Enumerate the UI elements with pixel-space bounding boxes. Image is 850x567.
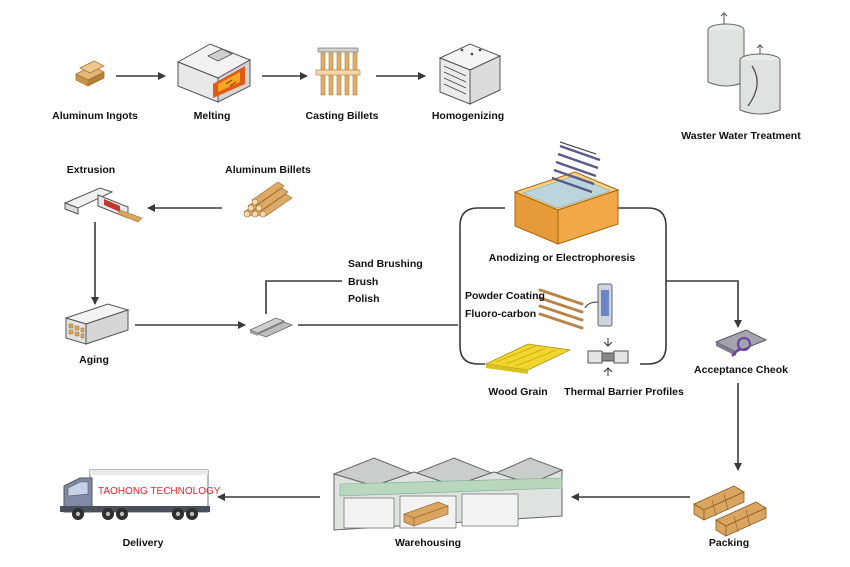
packing-crates-icon	[693, 485, 767, 537]
label-aging: Aging	[79, 354, 109, 366]
label-melting: Melting	[193, 110, 231, 122]
label-sand-brushing: Sand Brushing	[348, 258, 423, 270]
label-waste-water-treatment: Waster Water Treatment	[681, 130, 801, 142]
label-aluminum-ingots: Aluminum Ingots	[52, 110, 138, 122]
label-acceptance-check: Acceptance Cheok	[694, 364, 788, 376]
line-profiles-brushing	[265, 280, 342, 314]
label-casting-billets: Casting Billets	[305, 110, 379, 122]
label-polish: Polish	[348, 293, 380, 305]
aluminum-ingots-icon	[75, 60, 105, 87]
aging-oven-icon	[64, 303, 130, 345]
thermal-barrier-icon	[587, 338, 629, 376]
label-brush: Brush	[348, 276, 379, 288]
acceptance-check-icon	[714, 329, 768, 357]
wood-grain-icon	[484, 343, 572, 374]
homogenizing-furnace-icon	[438, 43, 502, 105]
label-thermal-barrier: Thermal Barrier Profiles	[564, 386, 684, 398]
delivery-truck-icon	[60, 469, 210, 520]
warehouse-icon	[332, 457, 564, 531]
label-anodizing: Anodizing or Electrophoresis	[488, 252, 636, 264]
casting-billets-icon	[315, 47, 361, 96]
label-packing: Packing	[708, 537, 750, 549]
anodizing-tank-icon	[513, 141, 620, 245]
label-fluoro-carbon: Fluoro-carbon	[465, 308, 537, 320]
extrusion-press-icon	[63, 187, 143, 223]
melting-furnace-icon	[176, 43, 252, 103]
label-aluminum-billets: Aluminum Billets	[225, 164, 311, 176]
finish-loop	[459, 207, 505, 365]
truck-brand-text: TAOHONG TECHNOLOGY	[98, 486, 221, 497]
label-warehousing: Warehousing	[394, 537, 462, 549]
label-powder-coating: Powder Coating	[465, 290, 545, 302]
waste-water-tanks-icon	[707, 12, 781, 115]
powder-coating-icon	[538, 283, 613, 330]
label-delivery: Delivery	[122, 537, 164, 549]
extruded-profiles-icon	[248, 317, 294, 338]
label-extrusion: Extrusion	[66, 164, 116, 176]
arrow-finish-acceptance	[666, 280, 742, 328]
label-homogenizing: Homogenizing	[431, 110, 505, 122]
aluminum-billets-icon	[243, 181, 293, 218]
label-wood-grain: Wood Grain	[488, 386, 548, 398]
finish-loop-right	[618, 207, 667, 365]
